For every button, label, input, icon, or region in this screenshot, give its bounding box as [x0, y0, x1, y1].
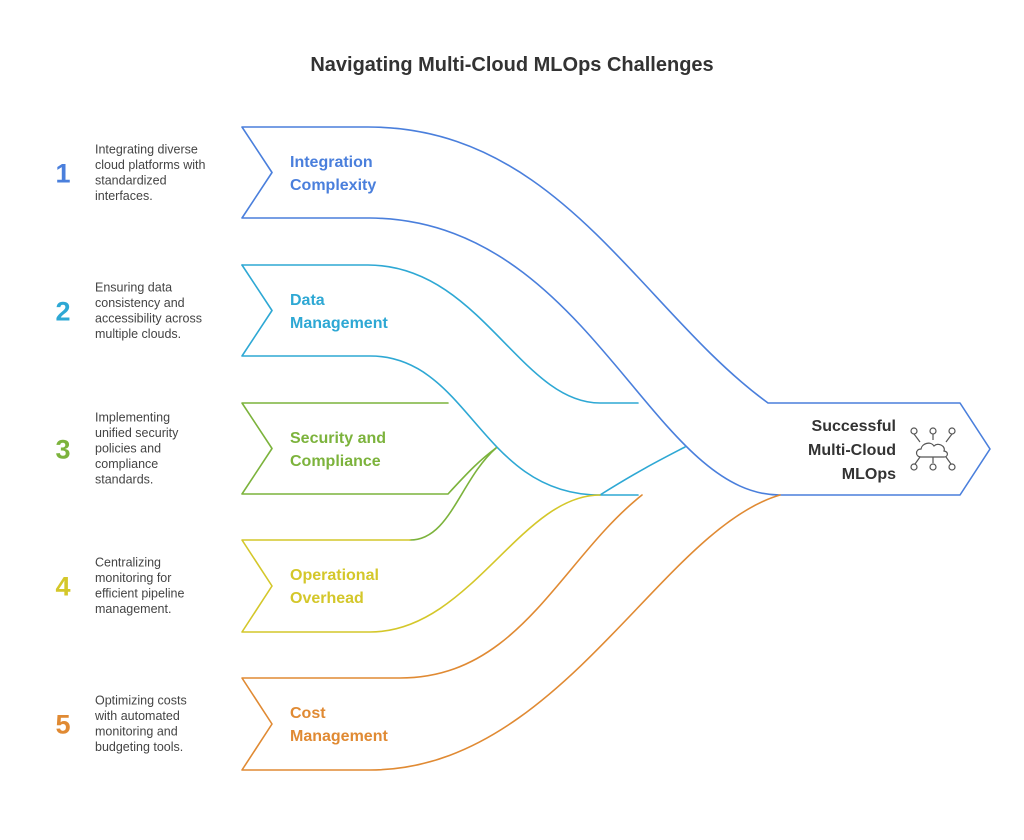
challenge-description-line: monitoring and: [95, 724, 178, 738]
challenge-description-line: management.: [95, 602, 171, 616]
outcome-label-line-3: MLOps: [842, 466, 896, 483]
challenge-description-line: compliance: [95, 457, 158, 471]
challenge-description-line: cloud platforms with: [95, 158, 206, 172]
challenge-label-line: Management: [290, 315, 388, 332]
challenge-label-line: Data: [290, 292, 325, 309]
flow-cost-management: [241, 494, 781, 771]
flow-data-management: [241, 264, 639, 404]
challenge-labels: IntegrationComplexityDataManagementSecur…: [290, 154, 388, 745]
challenge-label-line: Cost: [290, 705, 326, 722]
challenge-description-line: budgeting tools.: [95, 740, 183, 754]
flow-security-compliance: [241, 402, 497, 495]
challenge-number-5: 5: [55, 710, 70, 740]
challenge-label-line: Management: [290, 728, 388, 745]
challenge-description-line: consistency and: [95, 296, 185, 310]
challenge-description-line: multiple clouds.: [95, 327, 181, 341]
challenge-flows: [241, 126, 991, 771]
challenge-description-line: unified security: [95, 426, 179, 440]
cloud-network-icon: [910, 427, 956, 471]
flow-security-compliance-lower: [409, 447, 497, 541]
flow-operational-overhead: [241, 494, 601, 633]
challenge-description-line: standards.: [95, 473, 153, 487]
challenge-number-4: 4: [55, 572, 70, 602]
outcome-box: Successful Multi-Cloud MLOps: [808, 418, 956, 483]
challenge-description-line: standardized: [95, 173, 167, 187]
challenge-description-line: Ensuring data: [95, 280, 172, 294]
challenge-label-line: Integration: [290, 154, 373, 171]
challenge-label-line: Operational: [290, 567, 379, 584]
challenge-label-line: Compliance: [290, 453, 381, 470]
challenge-description-line: Implementing: [95, 411, 170, 425]
challenge-description-line: Optimizing costs: [95, 693, 187, 707]
challenge-numbers: 1 2 3 4 5: [55, 159, 70, 740]
challenge-description-line: Centralizing: [95, 555, 161, 569]
challenge-number-3: 3: [55, 435, 70, 465]
flow-data-management-lower: [241, 264, 639, 496]
challenge-number-1: 1: [55, 159, 70, 189]
page-title: Navigating Multi-Cloud MLOps Challenges: [310, 54, 713, 76]
challenge-number-2: 2: [55, 297, 70, 327]
challenge-description-line: monitoring for: [95, 571, 171, 585]
challenge-description-line: interfaces.: [95, 189, 153, 203]
flow-data-management-join: [599, 446, 686, 496]
challenge-label-line: Security and: [290, 430, 386, 447]
challenge-label-line: Overhead: [290, 590, 364, 607]
challenge-label-line: Complexity: [290, 177, 376, 194]
challenge-description-line: policies and: [95, 442, 161, 456]
outcome-label-line-1: Successful: [812, 418, 896, 435]
outcome-label-line-2: Multi-Cloud: [808, 442, 896, 459]
challenge-description-line: accessibility across: [95, 311, 202, 325]
challenge-description-line: with automated: [94, 709, 180, 723]
challenge-description-line: efficient pipeline: [95, 586, 184, 600]
challenge-description-line: Integrating diverse: [95, 142, 198, 156]
